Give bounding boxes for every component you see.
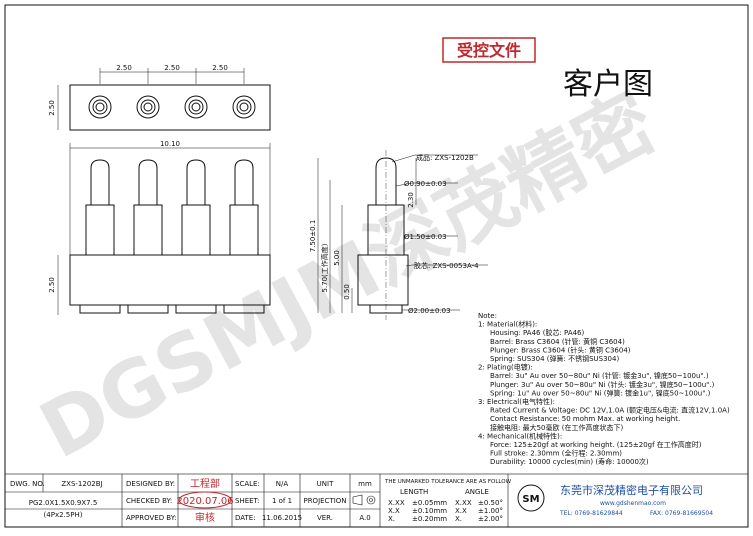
label-housing: 胶芯: ZXS-0053A-4 [414, 261, 479, 270]
company-fax: FAX: 0769-81669504 [650, 510, 713, 517]
projection-symbol-icon [352, 494, 376, 506]
label-plunger-dia: Ø0.90±0.03 [404, 180, 447, 188]
tol-angle-value: ±2.00° [478, 515, 503, 523]
title-block [4, 473, 749, 528]
scale-value: N/A [276, 480, 289, 488]
notes-block: Note:1: Material(材料):Housing: PA46 (胶芯: … [478, 312, 730, 466]
date-label: DATE: [235, 514, 256, 522]
drawing-title: 客户图 [563, 67, 653, 102]
ver-value: A.0 [359, 514, 370, 522]
front-pin-3 [175, 159, 217, 314]
note-line: 1: Material(材料): [478, 320, 537, 329]
front-pin-1 [79, 159, 121, 314]
note-line: Note: [478, 312, 497, 320]
controlled-stamp-box [442, 37, 536, 63]
front-pin-2 [127, 159, 169, 314]
tol-title: THE UNMARKED TOLERANCE ARE AS FOLLOW [384, 479, 512, 485]
dwg-no: ZXS-1202BJ [61, 480, 102, 488]
tol-length-key: X. [388, 515, 395, 523]
side-view: 成品: ZXS-1202B Ø0.90±0.03 Ø1.50±0.03 胶芯: … [309, 150, 488, 320]
stamp-checked: 2020.07.06 [176, 496, 233, 507]
company-tel: TEL: 0769-81629844 [559, 510, 623, 517]
note-line: Plunger: 3u" Au over 50~80u" Ni (针头: 镀金3… [490, 380, 715, 389]
top-pin-1 [88, 95, 112, 119]
dim-base-height: 2.50 [48, 277, 56, 293]
tol-angle-key: X. [455, 515, 462, 523]
stamp-approved: 审核 [195, 511, 215, 524]
dim-top-height: 2.50 [48, 100, 56, 116]
part-desc-2: (4Px2.5PH) [44, 511, 83, 519]
company-name: 东莞市深茂精密电子有限公司 [560, 483, 703, 497]
top-pin-2 [136, 95, 160, 119]
note-line: Barrel: 3u" Au over 50~80u" Ni (针管: 镀金3u… [490, 371, 709, 380]
ver-label: VER. [317, 514, 333, 522]
label-tail-dia: Ø2.00±0.03 [408, 307, 451, 315]
dim-tail: 0.50 [343, 284, 351, 300]
company-website: www.gdshenmao.com [600, 500, 666, 507]
dim-stroke: 2.30 [407, 192, 415, 208]
front-view: 10.10 2.50 [48, 140, 271, 315]
note-line: 4: Mechanical(机械特性): [478, 431, 562, 440]
dim-total-height: 7.50±0.1 [309, 220, 317, 253]
checked-by-label: CHECKED BY: [126, 497, 172, 505]
note-line: Durability: 10000 cycles(min) (寿命: 10000… [490, 457, 649, 466]
note-line: Force: 125±20gf at working height. (125±… [490, 440, 702, 449]
tol-angle-label: ANGLE [465, 488, 489, 496]
tol-angle-value: ±1.00° [478, 507, 503, 515]
title-block-text: DWG. NO. ZXS-1202BJ PG2.0X1.5X0.9X7.5 (4… [10, 477, 713, 524]
note-line: Rated Current & Voltage: DC 12V,1.0A (额定… [490, 406, 730, 415]
note-line: Barrel: Brass C3604 (针管: 黄铜 C3604) [490, 337, 625, 346]
top-view: 2.50 2.50 2.50 2.50 [48, 64, 271, 131]
logo-text: SM [522, 494, 539, 505]
scale-label: SCALE: [235, 480, 260, 488]
dim-pitch-2: 2.50 [164, 64, 180, 72]
tol-length-label: LENGTH [400, 488, 428, 496]
top-pin-3 [184, 95, 208, 119]
tol-angle-key: X.X [455, 507, 467, 515]
note-line: Spring: SUS304 (弹簧: 不锈钢SUS304) [490, 354, 619, 363]
controlled-stamp: 受控文件 [457, 41, 521, 60]
tol-length-key: X.X [388, 507, 400, 515]
tol-length-value: ±0.10mm [412, 507, 447, 515]
top-pin-4 [232, 95, 256, 119]
note-line: Spring: 1u" Au over 50~80u" Ni (弹簧: 镀金1u… [490, 388, 711, 397]
label-barrel-dia: Ø1.50±0.03 [404, 233, 447, 241]
projection-label: PROJECTION [303, 497, 346, 505]
label-product: 成品: ZXS-1202B [416, 153, 474, 162]
unit-value: mm [358, 480, 372, 488]
dim-pitch-1: 2.50 [116, 64, 132, 72]
note-line: 3: Electrical(电气特性): [478, 397, 555, 406]
company-logo-icon: SM [517, 484, 545, 512]
unit-label: UNIT [317, 480, 334, 488]
stamp-checked-oval [178, 491, 232, 509]
dim-working-height: 5.70(工作高度) [320, 243, 329, 292]
date-value: 11.06.2015 [262, 514, 302, 522]
sheet-label: SHEET: [235, 497, 259, 505]
tol-length-value: ±0.20mm [412, 515, 447, 523]
tol-length-value: ±0.05mm [412, 499, 447, 507]
designed-by-label: DESIGNED BY: [126, 480, 175, 488]
note-line: Plunger: Brass C3604 (针头: 黄铜 C3604) [490, 345, 631, 354]
tol-length-key: X.XX [388, 499, 405, 507]
note-line: 接触电阻: 最大50毫欧 (在工作高度状态下) [490, 423, 623, 432]
dim-pitch-3: 2.50 [212, 64, 228, 72]
approved-by-label: APPROVED BY: [126, 514, 176, 522]
part-desc: PG2.0X1.5X0.9X7.5 [29, 499, 98, 507]
sheet-value: 1 of 1 [272, 497, 292, 505]
note-line: Full stroke: 2.30mm (全行程: 2.30mm) [490, 449, 622, 458]
tol-angle-value: ±0.50° [478, 499, 503, 507]
dim-total-length: 10.10 [160, 140, 180, 148]
note-line: Housing: PA46 (胶芯: PA46) [490, 328, 585, 337]
tol-angle-key: X.XX [455, 499, 472, 507]
dim-body-height: 5.00 [333, 250, 341, 266]
note-line: Contact Resistance: 50 mohm Max. at work… [490, 415, 680, 423]
dwg-no-label: DWG. NO. [10, 480, 45, 488]
stamp-designed: 工程部 [190, 477, 220, 490]
note-line: 2: Plating(电镀): [478, 363, 533, 372]
